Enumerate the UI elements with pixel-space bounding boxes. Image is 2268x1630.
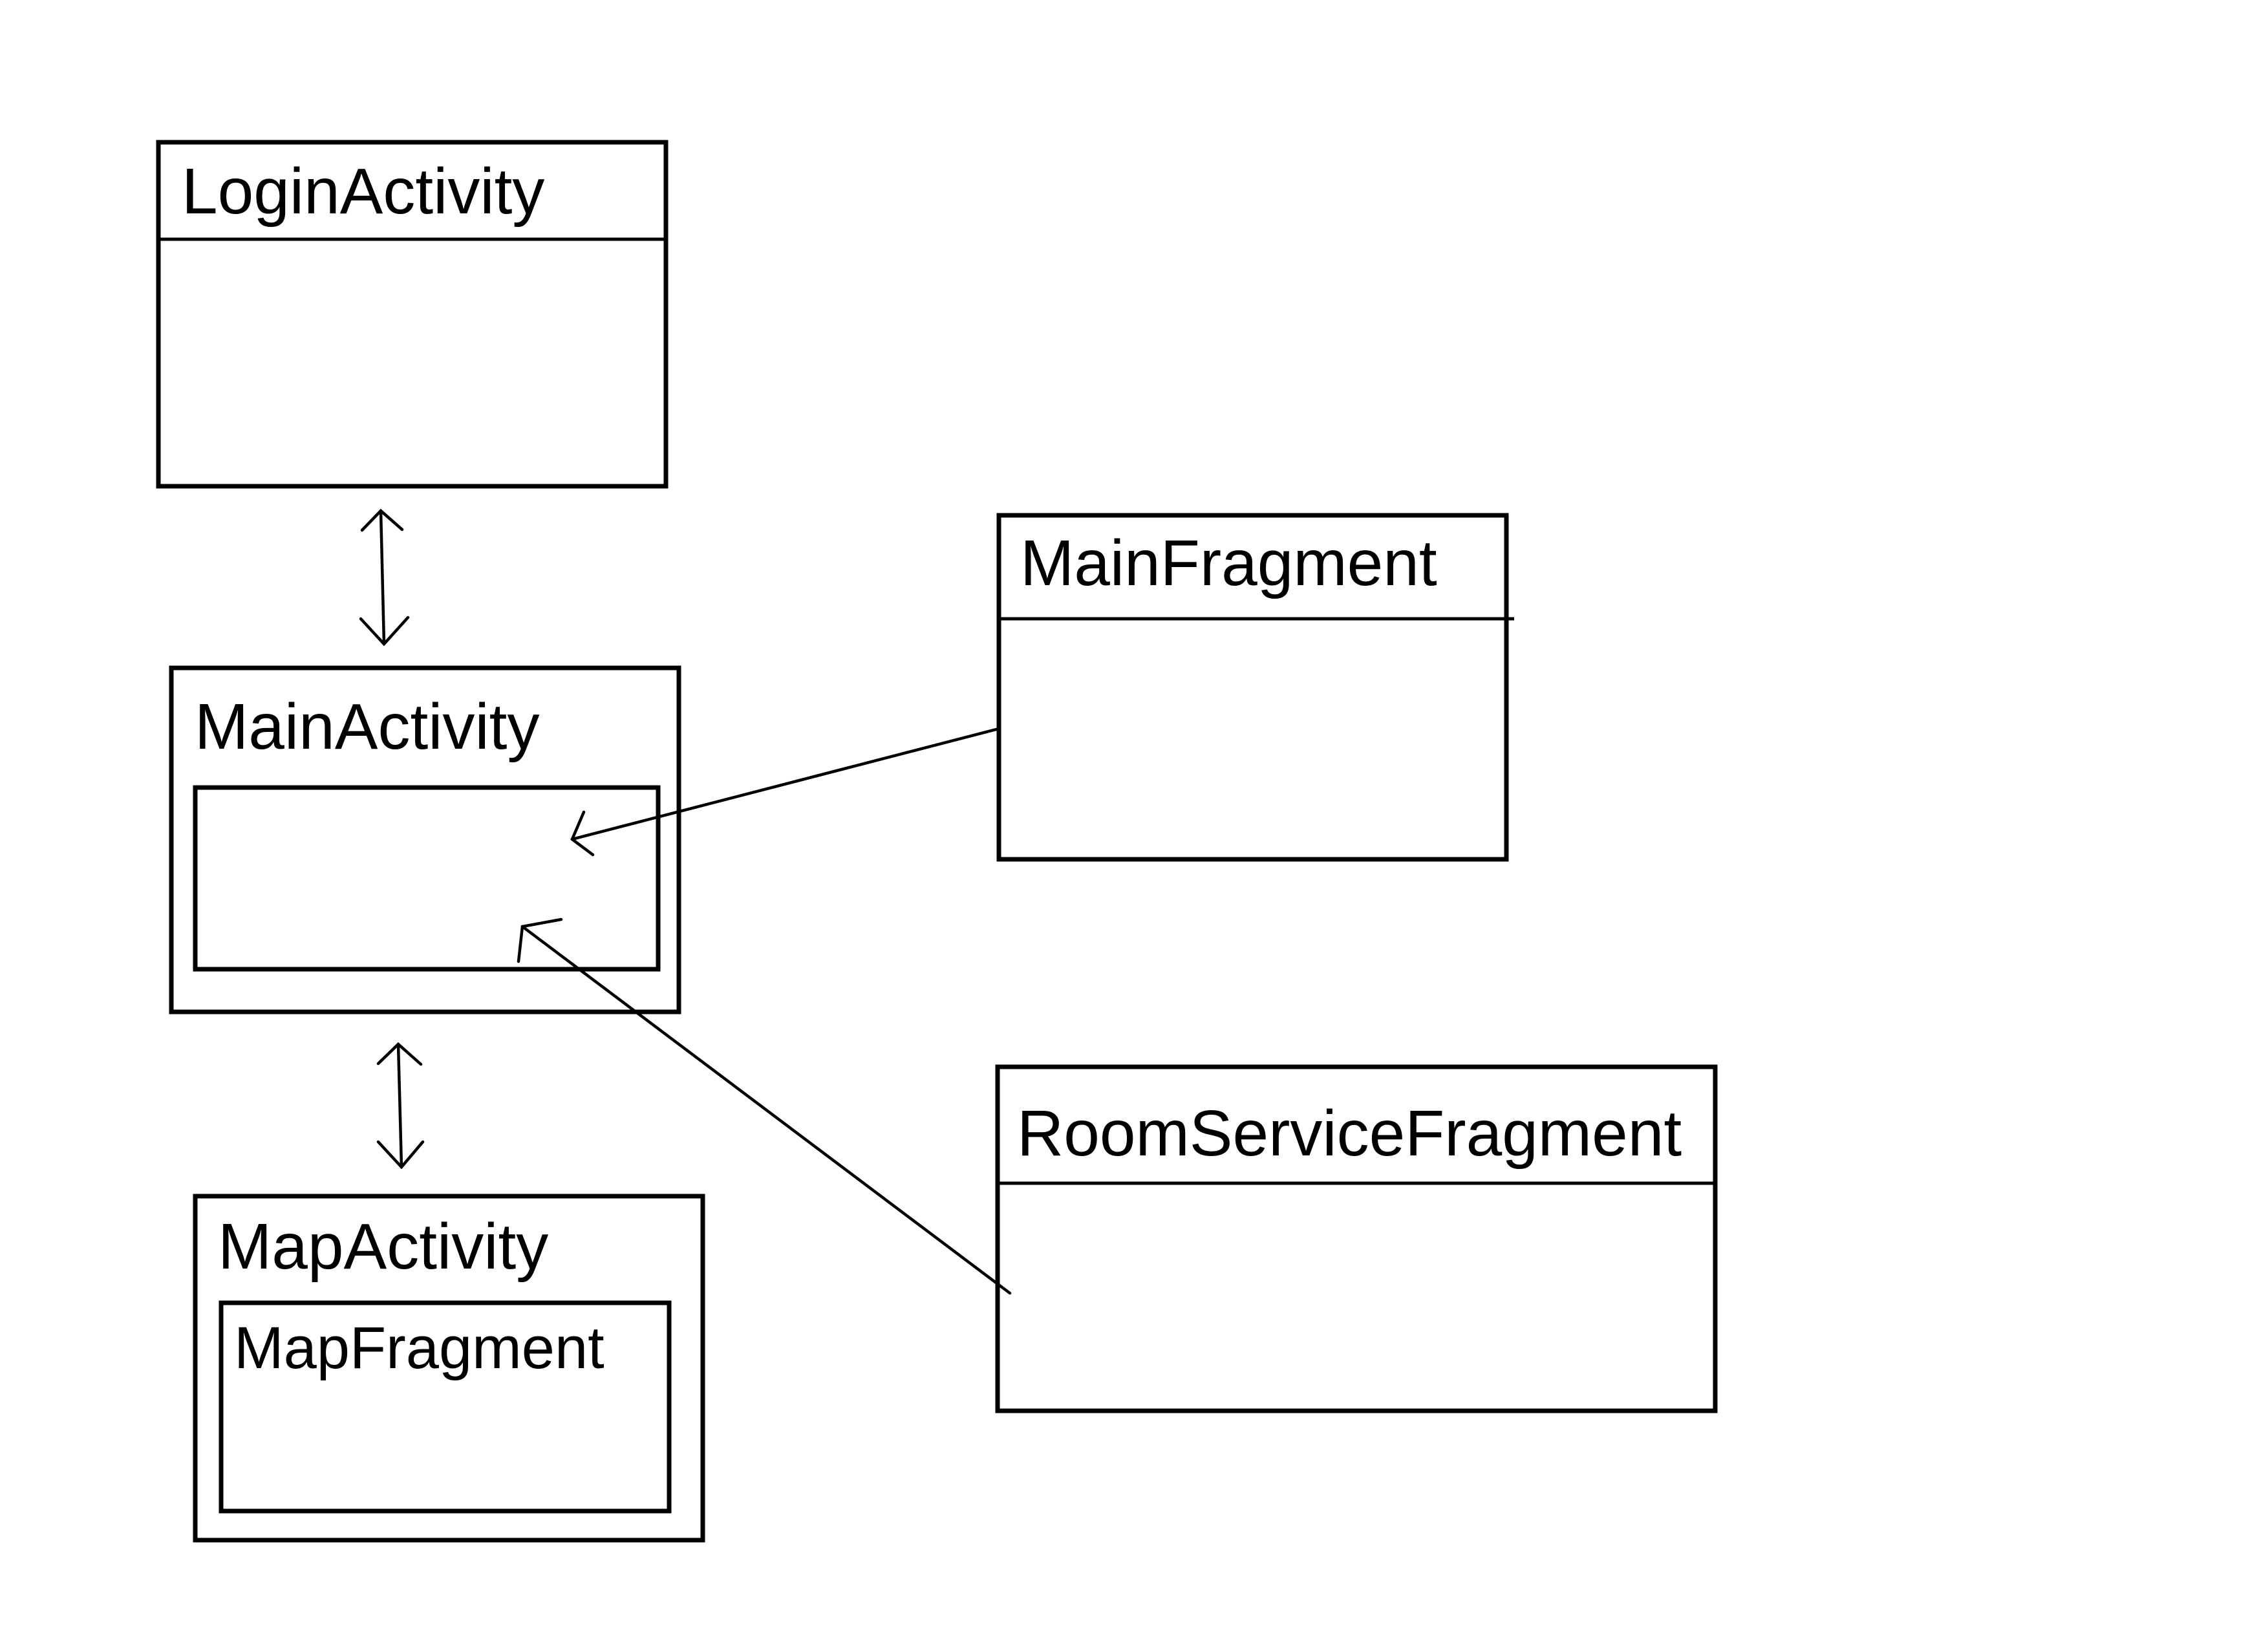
map-fragment-box: [219, 1300, 672, 1514]
main-fragment-node: MainFragment: [996, 513, 1514, 862]
edge-roomservice-line: [520, 925, 1012, 1295]
room-service-fragment-label: RoomServiceFragment: [1017, 1097, 1682, 1170]
edge-login-main-line: [379, 509, 386, 646]
edge-mainfragment-mainactivity: [570, 727, 1001, 857]
edge-login-main: [359, 508, 410, 647]
main-fragment-box: [996, 513, 1509, 862]
edge-login-main-arrowhead-down: [359, 616, 410, 647]
login-activity-box: [156, 140, 669, 489]
edge-mainfragment-arrowhead: [570, 810, 595, 857]
edge-main-map-arrowhead-up: [376, 1042, 423, 1066]
map-activity-box: [193, 1194, 705, 1543]
edge-main-map-arrowhead-down: [376, 1140, 425, 1170]
edge-mainfragment-line: [570, 727, 1001, 841]
map-activity-label: MapActivity: [218, 1210, 548, 1283]
room-service-fragment-node: RoomServiceFragment: [995, 1064, 1718, 1413]
edge-login-main-arrowhead-up: [360, 508, 404, 532]
map-fragment-node: MapFragment: [219, 1300, 672, 1514]
main-fragment-label: MainFragment: [1020, 527, 1437, 599]
login-activity-node: LoginActivity: [156, 140, 669, 489]
main-activity-label: MainActivity: [195, 691, 539, 763]
room-service-fragment-box: [995, 1064, 1718, 1413]
main-activity-fragment-container: [193, 785, 661, 972]
login-activity-label: LoginActivity: [182, 155, 544, 228]
main-activity-node: MainActivity: [169, 665, 681, 1014]
edge-main-map-line: [396, 1042, 403, 1169]
edge-roomservice-mainactivity: [517, 917, 1012, 1295]
edge-main-map: [376, 1042, 425, 1170]
edge-roomservice-arrowhead: [517, 917, 563, 963]
map-activity-node: MapActivity MapFragment: [193, 1194, 705, 1543]
main-activity-box: [169, 665, 681, 1014]
map-fragment-label: MapFragment: [234, 1315, 604, 1381]
